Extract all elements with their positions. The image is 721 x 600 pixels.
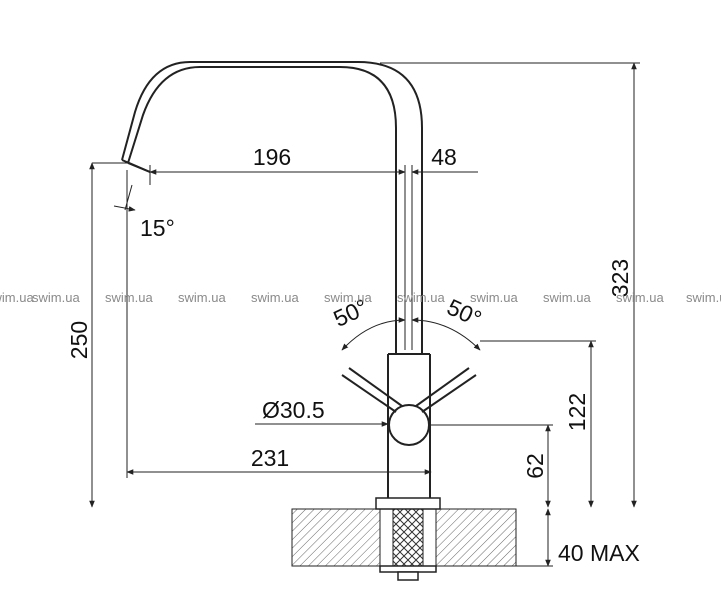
watermark-text: swim.ua <box>0 290 34 305</box>
watermark-text: swim.ua <box>470 290 518 305</box>
dim-spout-angle: 15° <box>113 184 175 241</box>
watermark-text: swim.ua <box>251 290 299 305</box>
base-to-handle-label: 62 <box>522 453 548 479</box>
watermark-text: swim.ua <box>324 290 372 305</box>
watermark-text: swim.ua <box>397 290 445 305</box>
spout-angle-label: 15° <box>140 215 175 241</box>
watermark-text: swim.ua <box>105 290 153 305</box>
handle-height-label: 122 <box>564 393 590 431</box>
dim-spout-offset: 48 <box>411 144 478 185</box>
faucet-spout <box>121 61 423 354</box>
watermark-text: swim.ua <box>686 290 721 305</box>
dim-max-worktop: 40 MAX <box>516 508 640 567</box>
dim-body-diameter: Ø30.5 <box>255 397 389 427</box>
reach-label: 196 <box>253 144 291 170</box>
watermark-text: swim.ua <box>543 290 591 305</box>
max-worktop-label: 40 MAX <box>558 540 640 566</box>
body-diameter-label: Ø30.5 <box>262 397 325 423</box>
watermark-row: swim.ua swim.ua swim.ua swim.ua swim.ua … <box>0 290 721 305</box>
dim-total-height: 323 <box>380 62 640 508</box>
watermark-text: swim.ua <box>616 290 664 305</box>
spout-height-label: 250 <box>66 321 92 359</box>
dim-spout-height: 250 <box>66 162 95 508</box>
watermark-text: swim.ua <box>32 290 80 305</box>
total-height-label: 323 <box>607 259 633 297</box>
faucet-handle <box>341 367 477 446</box>
dim-handle-height: 122 <box>480 340 596 508</box>
dim-base-to-handle: 62 <box>430 424 553 508</box>
dim-reach: 196 <box>92 144 406 185</box>
projection-label: 231 <box>251 445 289 471</box>
spout-offset-label: 48 <box>431 144 457 170</box>
dim-projection: 231 <box>126 170 432 478</box>
faucet-base <box>375 497 441 581</box>
watermark-text: swim.ua <box>178 290 226 305</box>
worktop-section <box>291 508 517 567</box>
